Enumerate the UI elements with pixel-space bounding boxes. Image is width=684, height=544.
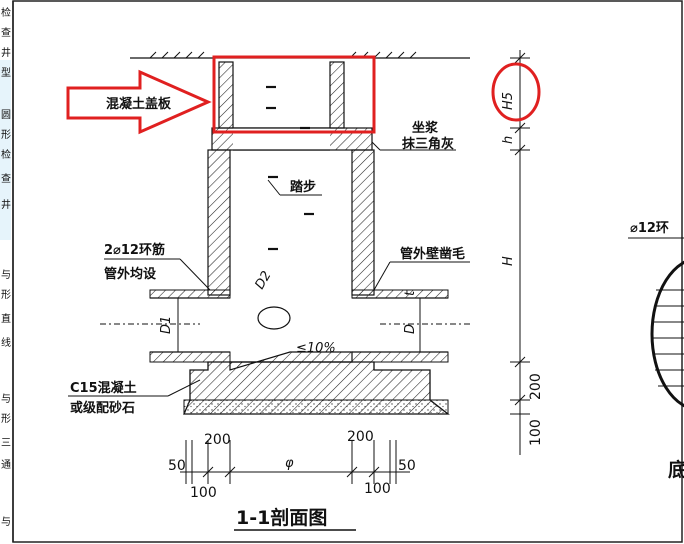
symbol-h5: H5 — [501, 92, 516, 110]
section-title: 1-1剖面图 — [236, 506, 327, 529]
sidebar-char: 圆 — [1, 109, 11, 121]
dim-200-base: 200 — [528, 373, 544, 400]
red-annotations — [66, 55, 541, 135]
label-right-rebar: ⌀12环 — [630, 221, 669, 236]
leader-lines — [68, 141, 684, 397]
pipe-opening-d2 — [257, 306, 291, 330]
sidebar-char: 井 — [1, 198, 11, 211]
highlight-rectangle — [212, 55, 376, 134]
sidebar-char: 通 — [1, 459, 11, 471]
sidebar-char: 与 — [1, 393, 11, 405]
ladder-steps — [266, 85, 314, 251]
symbol-D2: D2 — [252, 269, 274, 292]
label-slope: ≤10% — [296, 341, 336, 356]
symbol-h: h — [501, 136, 516, 144]
sidebar-char: 形 — [1, 289, 11, 301]
dim-50-right: 50 — [398, 458, 416, 474]
dim-200-left: 200 — [204, 432, 231, 448]
sidebar-char: 与 — [1, 269, 11, 281]
symbol-D: D — [403, 324, 418, 334]
symbol-phi: φ — [285, 456, 294, 471]
sidebar-char: 线 — [1, 336, 11, 349]
label-cover-slab: 混凝土盖板 — [106, 96, 172, 112]
label-triangle-plaster: 抹三角灰 — [402, 136, 454, 152]
label-base-concrete: C15混凝土 — [70, 380, 137, 396]
ring-detail-partial — [650, 260, 684, 408]
shaft-wall-right — [351, 149, 375, 296]
highlight-circle-h5 — [491, 62, 541, 122]
inlet-pipe-left — [100, 289, 231, 363]
label-mortar-bed: 坐浆 — [412, 120, 439, 136]
sidebar-char: 直 — [1, 312, 11, 325]
sidebar-char: 三 — [1, 438, 11, 449]
label-base-gravel: 或级配砂石 — [70, 400, 135, 416]
sidebar-char: 型 — [1, 66, 11, 79]
chimney-wall-right — [329, 61, 345, 129]
bottom-dimensions — [180, 440, 410, 484]
sidebar-char: 检 — [1, 148, 11, 161]
symbol-H: H — [501, 256, 516, 266]
dim-100-left: 100 — [190, 485, 217, 501]
sidebar-char: 形 — [1, 129, 11, 141]
label-ring-rebar-note: 管外均设 — [104, 266, 157, 282]
sidebar-char: 井 — [1, 46, 11, 59]
sidebar-char: 查 — [1, 172, 11, 185]
symbol-t: t — [403, 290, 418, 296]
dim-50-left: 50 — [168, 458, 186, 474]
sidebar-char: 与 — [1, 516, 11, 528]
chimney-wall-left — [218, 61, 234, 129]
vertical-dimensions — [510, 50, 530, 455]
label-ring-rebar: 2⌀12环筋 — [104, 242, 165, 258]
sidebar-char: 查 — [1, 26, 11, 39]
symbol-D1: D1 — [159, 316, 174, 334]
label-roughen: 管外壁凿毛 — [400, 246, 465, 262]
cushion-layer — [183, 399, 449, 415]
sidebar-char: 形 — [1, 413, 11, 425]
sidebar-index: 检 查 井 型 圆 形 检 查 井 与 形 直 线 与 形 三 通 与 — [0, 6, 11, 528]
dim-100-vertical: 100 — [528, 419, 544, 446]
label-right-partial: 底 — [668, 458, 684, 481]
dim-100-right: 100 — [364, 481, 391, 497]
label-step: 踏步 — [290, 179, 316, 195]
shaft-wall-left — [207, 149, 231, 296]
dim-200-right: 200 — [347, 429, 374, 445]
highlight-arrow — [66, 69, 212, 135]
sidebar-char: 检 — [1, 6, 11, 19]
